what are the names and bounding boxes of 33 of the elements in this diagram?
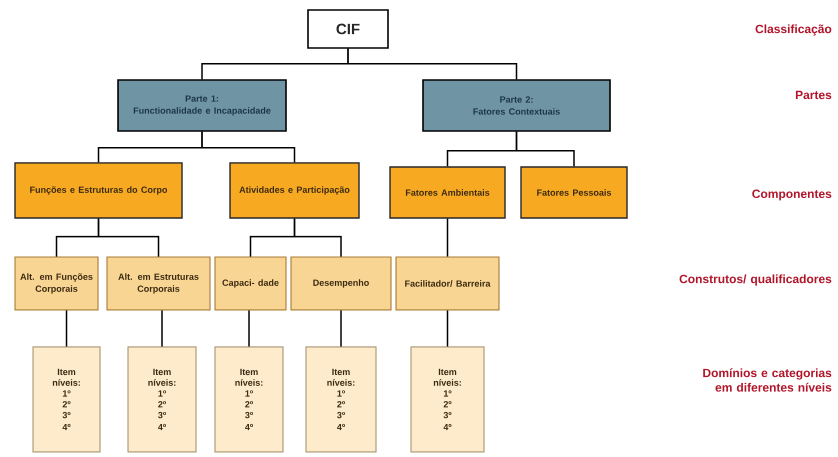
level-label: Construtos/ qualificadores (680, 274, 832, 286)
connector-line (248, 310, 250, 346)
level-label: Classificação (756, 24, 832, 36)
component-box: Atividades e Participação (229, 162, 360, 219)
item-box: Item níveis: 1º 2º 3º 4º (305, 346, 377, 453)
connector-line (201, 132, 296, 162)
item-box: Item níveis: 1º 2º 3º 4º (127, 346, 197, 453)
connector-line (98, 218, 160, 256)
level-label: Componentes (752, 190, 832, 200)
level-label: Partes (796, 90, 832, 100)
level-label: Domínios e categorias em diferentes níveis (703, 368, 832, 392)
connector-line (294, 218, 342, 256)
plain-box: CIF (307, 9, 389, 49)
construct-box: Alt. em Funções Corporais (14, 256, 99, 311)
component-box: Funções e Estruturas do Corpo (14, 162, 183, 219)
connector-line (446, 310, 448, 346)
item-box: Item níveis: 1º 2º 3º 4º (410, 346, 485, 453)
connector-line (161, 310, 163, 346)
item-box: Item níveis: 1º 2º 3º 4º (32, 346, 101, 453)
connector-line (446, 218, 448, 256)
construct-box: Facilitador/ Barreira (395, 256, 500, 311)
part-box: Parte 2: Fatores Contextuais (422, 79, 611, 132)
component-box: Fatores Ambientais (389, 166, 506, 219)
construct-box: Capaci- dade (214, 256, 287, 311)
connector-line (340, 310, 342, 346)
construct-box: Desempenho (290, 256, 392, 311)
construct-box: Alt. em Estruturas Corporais (106, 256, 211, 311)
connector-line (66, 310, 68, 346)
item-box: Item níveis: 1º 2º 3º 4º (214, 346, 284, 453)
connector-line (347, 48, 518, 80)
part-box: Parte 1: Functionalidade e Incapacidade (117, 79, 287, 132)
component-box: Fatores Pessoais (520, 166, 628, 219)
connector-line (516, 132, 575, 166)
